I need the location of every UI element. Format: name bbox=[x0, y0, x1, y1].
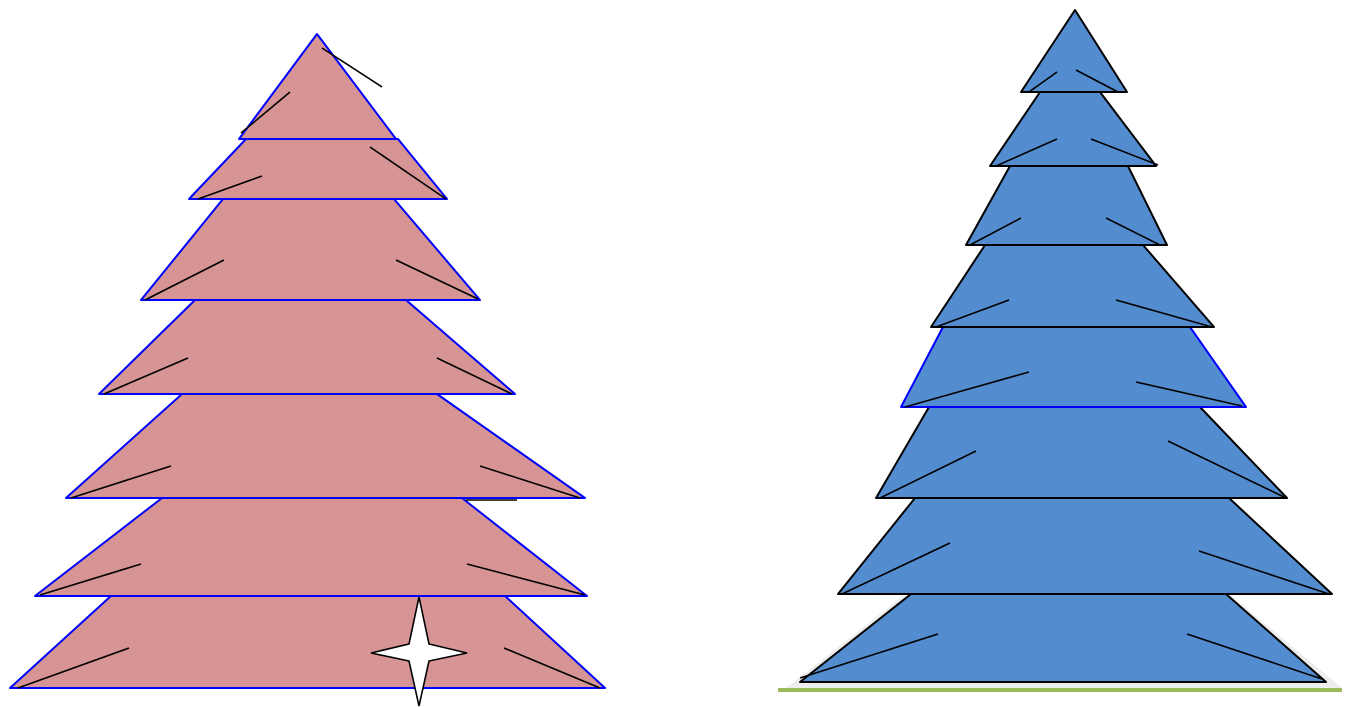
left-tree-branches bbox=[17, 47, 601, 689]
left-tree-tier-6 bbox=[34, 497, 588, 597]
right-tree-tier-7 bbox=[837, 497, 1333, 595]
right-tree-tier-8 bbox=[799, 593, 1327, 683]
left-tree-tier-5 bbox=[65, 393, 586, 499]
left-tree-tier-4 bbox=[98, 299, 516, 395]
right-tree-branches bbox=[799, 69, 1330, 680]
left-tree-tier-7 bbox=[9, 594, 606, 689]
left-tree-tier-1 bbox=[238, 33, 397, 140]
right-tree-tier-6 bbox=[875, 406, 1288, 499]
right-tree-tier-4 bbox=[930, 244, 1215, 328]
right-tree bbox=[778, 9, 1342, 692]
four-point-star-icon bbox=[370, 596, 468, 707]
left-tree-tier-3 bbox=[140, 198, 481, 301]
left-tree-tier-2 bbox=[188, 138, 448, 200]
right-tree-tier-1 bbox=[1020, 9, 1128, 93]
left-tree bbox=[9, 33, 606, 689]
